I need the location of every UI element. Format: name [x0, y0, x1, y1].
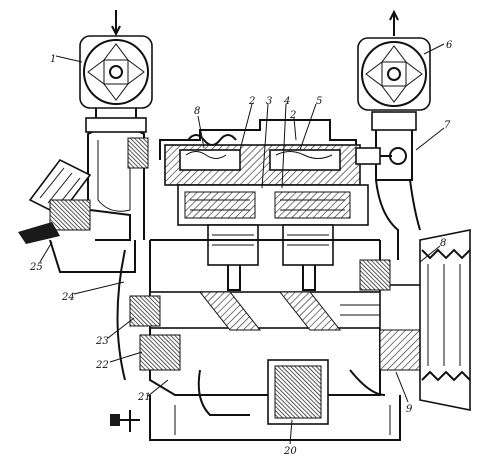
callout-8-right: 8	[440, 238, 446, 249]
callout-20: 20	[283, 446, 297, 457]
callout-7: 7	[444, 120, 451, 131]
callout-4: 4	[283, 96, 290, 107]
connecting-rods	[227, 265, 316, 291]
discharge-valve-handwheel	[357, 9, 431, 111]
oil-return-line	[49, 239, 136, 273]
callout-23: 23	[95, 336, 109, 347]
callout-9: 9	[406, 404, 413, 415]
drain-valve	[110, 410, 140, 432]
callout-5: 5	[316, 96, 322, 107]
leader-lines	[39, 43, 445, 445]
head-cooling-pipe	[355, 147, 392, 165]
callout-25: 25	[29, 262, 43, 273]
callout-6: 6	[446, 40, 453, 51]
base-frame	[149, 395, 401, 441]
discharge-valve-body	[371, 111, 421, 260]
suction-valve-handwheel	[79, 10, 153, 109]
callout-1: 1	[50, 54, 56, 65]
suction-pipe	[85, 108, 149, 240]
callout-24: 24	[61, 292, 75, 303]
callout-2: 2	[248, 96, 255, 107]
v-belt-pulley	[419, 229, 471, 411]
pistons	[207, 224, 334, 266]
shaft-seal	[359, 259, 421, 371]
callout-labels: 1 2 3 4 5 6 7 8 8 9 20 21 22 23 24 25 2	[29, 40, 453, 457]
callout-21: 21	[137, 392, 151, 403]
callout-22: 22	[95, 360, 109, 371]
callout-8-top: 8	[194, 106, 200, 117]
oil-lines	[197, 369, 386, 416]
main-bearing	[129, 295, 181, 371]
oil-filter	[267, 359, 329, 425]
suction-strainer	[18, 158, 131, 244]
callout-3: 3	[266, 96, 272, 107]
callout-2-head: 2	[289, 110, 296, 121]
spring-box	[187, 134, 237, 146]
